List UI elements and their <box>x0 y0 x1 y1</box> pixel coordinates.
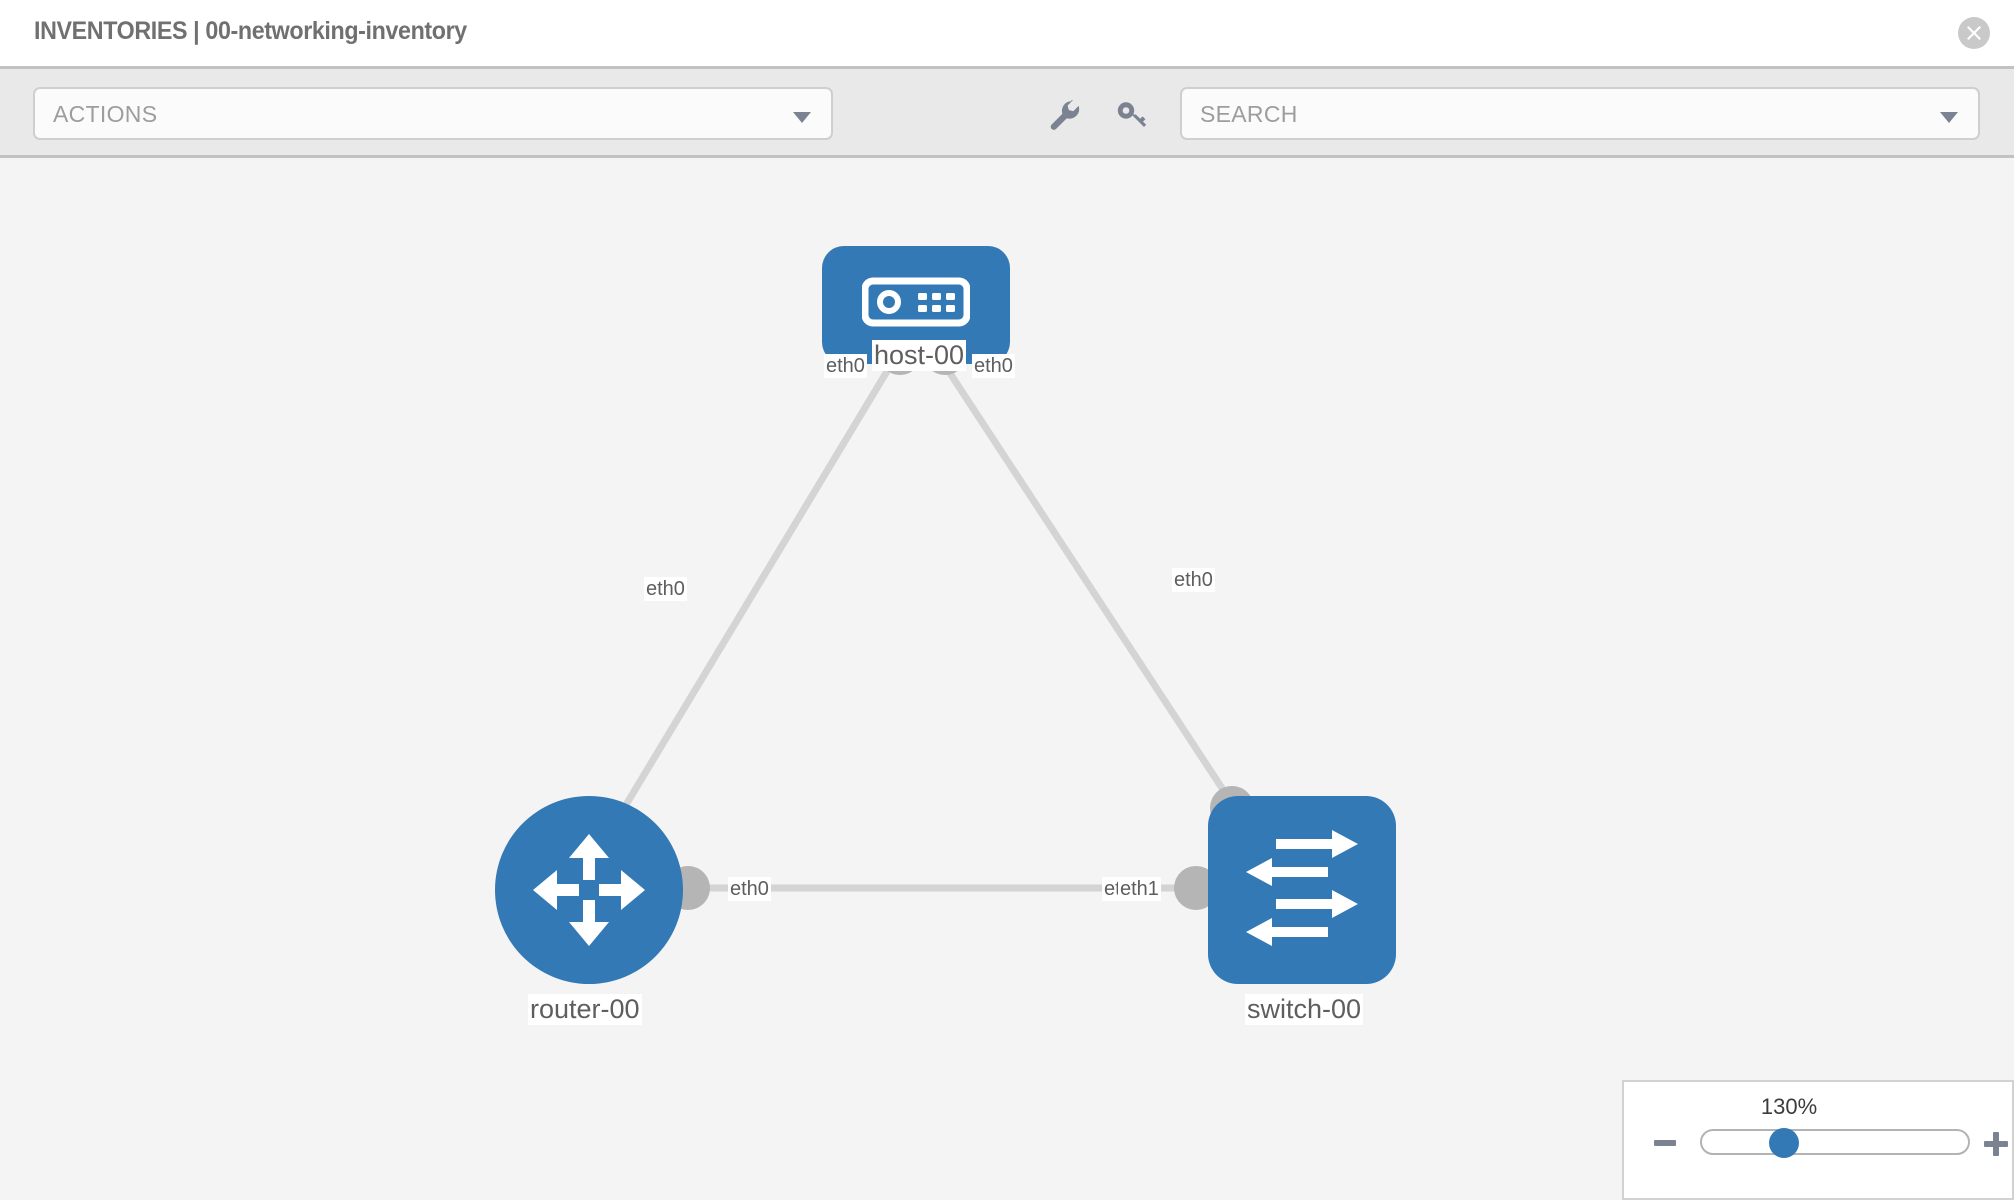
zoom-level-value: 130% <box>1760 1094 1818 1119</box>
edge-label-host-left-eth0: eth0 <box>824 354 867 378</box>
edge-group <box>596 354 1239 892</box>
actions-dropdown-label: ACTIONS <box>53 101 158 127</box>
server-icon <box>862 277 970 327</box>
port-switch-left <box>1174 866 1218 910</box>
router-arrows-icon <box>533 834 645 946</box>
plus-icon[interactable] <box>1984 1132 2008 1156</box>
inventory-toolbar: ACTIONS SEARCH <box>0 66 2014 158</box>
node-router-00[interactable] <box>495 796 683 984</box>
node-label-host-00: host-00 <box>872 340 967 372</box>
key-icon[interactable] <box>1114 97 1150 133</box>
topology-canvas[interactable]: host-00 router-00 <box>0 158 2014 1200</box>
wrench-icon[interactable] <box>1046 97 1082 133</box>
edge-label-router-top-eth0: eth0 <box>644 577 687 601</box>
zoom-slider-thumb[interactable] <box>1769 1128 1799 1158</box>
edge-label-router-right-eth0: eth0 <box>728 877 771 901</box>
edge-host-router <box>596 354 899 852</box>
port-group <box>666 331 1254 910</box>
page-header: INVENTORIES | 00-networking-inventory <box>0 0 2014 66</box>
node-switch-00[interactable] <box>1208 796 1396 984</box>
chevron-down-icon <box>793 112 811 123</box>
node-label-router-00: router-00 <box>528 994 642 1026</box>
search-placeholder: SEARCH <box>1200 101 1298 127</box>
chevron-down-icon <box>1940 112 1958 123</box>
edge-label-switch-left-eth1: eth1 <box>1118 877 1161 901</box>
switch-arrows-icon <box>1246 830 1358 946</box>
page-title: INVENTORIES | 00-networking-inventory <box>34 17 467 45</box>
minus-icon[interactable] <box>1654 1140 1676 1146</box>
zoom-control-panel: 130% <box>1622 1080 2014 1200</box>
router-node-shape <box>495 796 683 984</box>
edge-host-switch <box>936 354 1239 812</box>
zoom-slider-track[interactable] <box>1700 1129 1970 1155</box>
actions-dropdown[interactable]: ACTIONS <box>33 87 833 140</box>
close-icon[interactable] <box>1958 17 1990 49</box>
switch-node-shape <box>1208 796 1396 984</box>
edge-label-host-right-eth0: eth0 <box>972 354 1015 378</box>
search-input[interactable]: SEARCH <box>1180 87 1980 140</box>
edge-label-switch-top-eth0: eth0 <box>1172 568 1215 592</box>
node-label-switch-00: switch-00 <box>1245 994 1364 1026</box>
